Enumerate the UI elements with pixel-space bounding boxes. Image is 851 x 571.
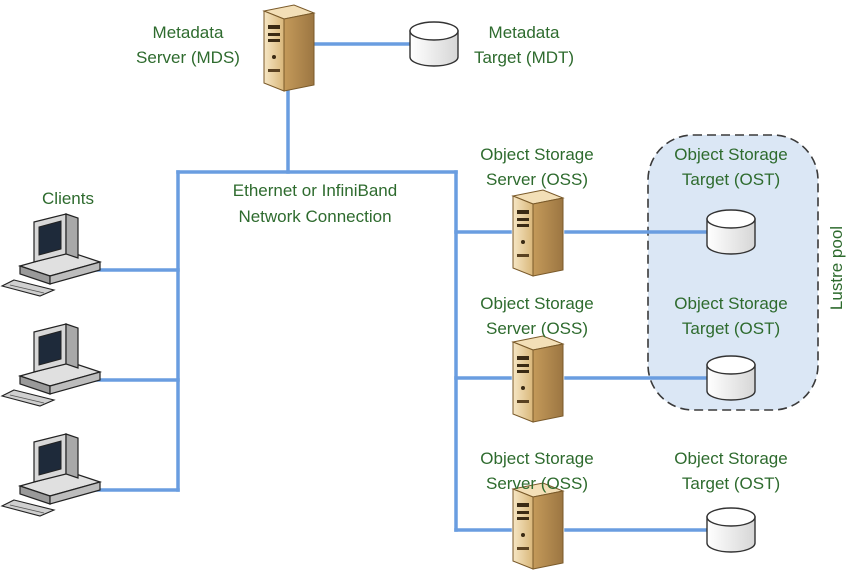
client-1-computer-icon xyxy=(0,213,103,297)
labels: Metadata Server (MDS) Metadata Target (M… xyxy=(42,23,846,493)
ost-1-disk-icon xyxy=(706,209,756,255)
oss-1-label-line1: Object Storage xyxy=(480,145,593,164)
ost-3-label-line2: Target (OST) xyxy=(682,474,780,493)
client-2-computer-icon xyxy=(0,323,103,407)
ost-2-label-line1: Object Storage xyxy=(674,294,787,313)
ost-3-label-line1: Object Storage xyxy=(674,449,787,468)
oss-2-server-icon xyxy=(511,335,565,423)
network-links xyxy=(93,42,710,532)
oss-2-label-line2: Server (OSS) xyxy=(486,319,588,338)
mds-label-line1: Metadata xyxy=(153,23,224,42)
mds-server-icon xyxy=(262,4,316,92)
mdt-label-line2: Target (MDT) xyxy=(474,48,574,67)
mdt-label-line1: Metadata xyxy=(489,23,560,42)
oss-1-server-icon xyxy=(511,189,565,277)
oss-3-label-line1: Object Storage xyxy=(480,449,593,468)
ost-2-label-line2: Target (OST) xyxy=(682,319,780,338)
client-3-computer-icon xyxy=(0,433,103,517)
ost-2-disk-icon xyxy=(706,355,756,401)
network-label-line1: Ethernet or InfiniBand xyxy=(233,181,397,200)
lustre-pool-label: Lustre pool xyxy=(827,226,846,310)
clients-label: Clients xyxy=(42,189,94,208)
oss-3-server-icon xyxy=(511,482,565,570)
oss-2-label-line1: Object Storage xyxy=(480,294,593,313)
ost-3-disk-icon xyxy=(706,507,756,553)
ost-1-label-line2: Target (OST) xyxy=(682,170,780,189)
ost-1-label-line1: Object Storage xyxy=(674,145,787,164)
oss-3-label-line2: Server (OSS) xyxy=(486,474,588,493)
mds-label-line2: Server (MDS) xyxy=(136,48,240,67)
oss-1-label-line2: Server (OSS) xyxy=(486,170,588,189)
lustre-pool-region xyxy=(647,134,819,411)
network-label-line2: Network Connection xyxy=(238,207,391,226)
mdt-disk-icon xyxy=(409,21,459,67)
icon-layer xyxy=(0,4,756,570)
